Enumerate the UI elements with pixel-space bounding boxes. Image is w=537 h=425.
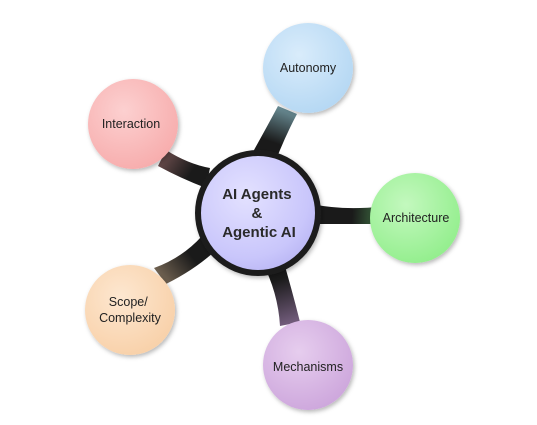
node-mechanisms-label: Mechanisms — [273, 360, 343, 374]
connector-architecture — [312, 204, 386, 224]
svg-text:Interaction: Interaction — [102, 117, 160, 131]
svg-text:Scope/ Complexity: Scope/ Complexity — [99, 295, 162, 325]
connector-interaction — [158, 150, 210, 188]
node-architecture: Architecture — [370, 173, 460, 263]
node-autonomy-label: Autonomy — [280, 61, 337, 75]
node-architecture-label: Architecture — [383, 211, 450, 225]
node-scope-complexity-label-line2: Complexity — [99, 311, 162, 325]
svg-text:AI Agents & Agenti: AI Agents & Agentic AI — [222, 186, 296, 241]
node-autonomy-circle — [263, 23, 353, 113]
node-scope-complexity-circle — [85, 265, 175, 355]
svg-text:Architecture: Architecture — [383, 211, 450, 225]
center-node: AI Agents & Agentic AI — [195, 150, 321, 276]
node-interaction-label: Interaction — [102, 117, 160, 131]
center-label-line3: Agentic AI — [222, 224, 296, 241]
svg-text:Mechanisms: Mechanisms — [273, 360, 343, 374]
center-label-line2: & — [251, 205, 262, 222]
node-autonomy: Autonomy — [263, 23, 353, 113]
node-mechanisms: Mechanisms — [263, 320, 353, 410]
node-interaction: Interaction — [88, 79, 178, 169]
node-mechanisms-circle — [263, 320, 353, 410]
node-architecture-circle — [370, 173, 460, 263]
center-node-circle — [195, 150, 321, 276]
node-scope-complexity: Scope/ Complexity — [85, 265, 175, 355]
connector-scope-complexity — [154, 236, 214, 284]
center-label-line1: AI Agents — [222, 186, 291, 203]
node-interaction-circle — [88, 79, 178, 169]
node-scope-complexity-label-line1: Scope/ — [109, 295, 148, 309]
svg-text:Autonomy: Autonomy — [280, 61, 337, 75]
